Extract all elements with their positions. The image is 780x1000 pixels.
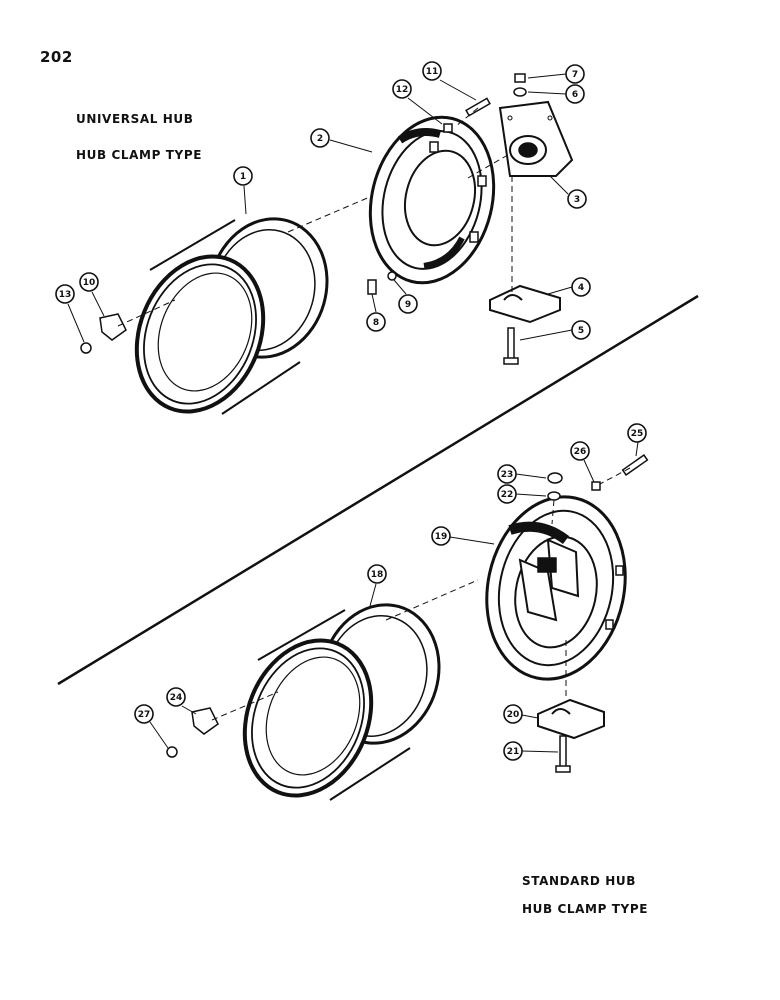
- callout-4: 4: [547, 277, 591, 297]
- callout-19: 19: [431, 526, 495, 546]
- svg-text:22: 22: [501, 490, 514, 500]
- callout-6: 6: [527, 84, 585, 104]
- svg-text:23: 23: [501, 470, 514, 480]
- caption-hub-clamp-type-bottom: HUB CLAMP TYPE: [522, 902, 649, 916]
- fasteners-top: [80, 73, 527, 365]
- svg-text:3: 3: [574, 195, 580, 205]
- svg-text:19: 19: [435, 532, 448, 542]
- svg-text:25: 25: [631, 429, 644, 439]
- clamp-plate-top: [498, 100, 574, 177]
- assembly-lines-top: [117, 107, 513, 327]
- svg-text:12: 12: [396, 85, 409, 95]
- callout-24: 24: [166, 687, 197, 715]
- assembly-lines-bottom: [211, 467, 631, 721]
- callout-1: 1: [233, 166, 253, 215]
- caption-standard-hub: STANDARD HUB: [522, 874, 636, 888]
- hub-disc-bottom: [485, 495, 627, 681]
- svg-text:4: 4: [578, 283, 584, 293]
- wheel-rim-top: [134, 217, 330, 415]
- svg-text:20: 20: [507, 710, 520, 720]
- svg-text:11: 11: [426, 67, 439, 77]
- svg-text:24: 24: [170, 693, 183, 703]
- svg-text:9: 9: [405, 300, 411, 310]
- callout-20: 20: [503, 704, 539, 724]
- svg-text:1: 1: [240, 172, 246, 182]
- callout-21: 21: [503, 741, 559, 761]
- svg-text:21: 21: [507, 747, 520, 757]
- svg-text:18: 18: [371, 570, 384, 580]
- callout-13: 13: [55, 284, 85, 343]
- svg-text:10: 10: [83, 278, 96, 288]
- callout-5: 5: [519, 320, 591, 341]
- hub-center-top: [368, 115, 496, 285]
- callout-8: 8: [366, 293, 386, 332]
- svg-text:26: 26: [574, 447, 587, 457]
- callout-2: 2: [310, 128, 373, 153]
- page-number: 202: [40, 48, 73, 66]
- callout-23: 23: [497, 464, 547, 484]
- svg-text:2: 2: [317, 134, 323, 144]
- callout-26: 26: [570, 441, 595, 483]
- svg-text:8: 8: [373, 318, 379, 328]
- callout-22: 22: [497, 484, 547, 504]
- callout-10: 10: [79, 272, 105, 317]
- callout-27: 27: [134, 704, 169, 749]
- svg-text:5: 5: [578, 326, 584, 336]
- clamp-block-top: [489, 284, 561, 324]
- callout-25: 25: [627, 423, 647, 457]
- svg-text:13: 13: [59, 290, 72, 300]
- svg-text:6: 6: [572, 90, 578, 100]
- section-divider: [57, 294, 699, 686]
- wheel-rim-bottom: [242, 603, 441, 801]
- fasteners-bottom: [166, 454, 649, 773]
- callout-18: 18: [367, 564, 387, 607]
- callout-3: 3: [549, 175, 587, 209]
- callout-7: 7: [527, 64, 585, 84]
- svg-text:27: 27: [138, 710, 151, 720]
- clamp-block-bottom: [537, 698, 605, 740]
- callout-12: 12: [392, 79, 443, 125]
- callout-9: 9: [393, 279, 418, 314]
- callout-11: 11: [422, 61, 477, 101]
- caption-hub-clamp-type-top: HUB CLAMP TYPE: [76, 148, 203, 162]
- svg-text:7: 7: [572, 70, 578, 80]
- caption-universal-hub: UNIVERSAL HUB: [76, 112, 194, 126]
